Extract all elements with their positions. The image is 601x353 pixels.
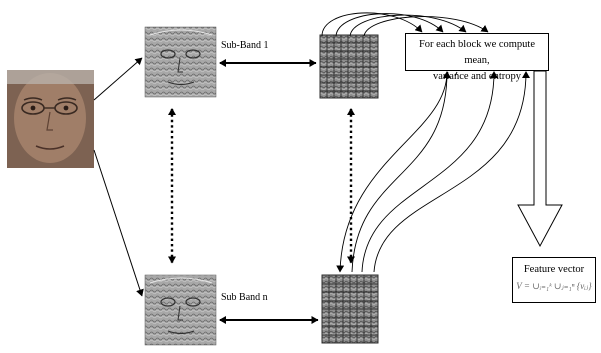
- stats-box-line-1: For each block we compute mean,: [418, 39, 536, 66]
- arrow-face-to-subband-n: [93, 149, 144, 297]
- subband-n-label: Sub Band n: [221, 292, 268, 303]
- subband-1-label: Sub-Band 1: [221, 40, 269, 51]
- block-grid-bottom-image: [321, 274, 379, 344]
- arrow-face-to-subband-1: [93, 57, 143, 101]
- stats-box-line-2: variance and entropy: [432, 71, 522, 82]
- subband-1-image: [144, 26, 217, 98]
- feature-vector-formula: V = ∪ᵢ₌₁ᵏ ∪ⱼ₌₁ⁿ {vᵢⱼ}: [516, 281, 592, 291]
- subband-n-image: [144, 274, 217, 346]
- face-photo: [7, 70, 94, 168]
- hollow-down-arrow: [517, 70, 563, 248]
- curves-stats-to-bottom: [336, 71, 530, 273]
- block-grid-top-image: [319, 34, 379, 99]
- feature-vector-box: Feature vector V = ∪ᵢ₌₁ᵏ ∪ⱼ₌₁ⁿ {vᵢⱼ}: [512, 257, 596, 303]
- stats-box: For each block we compute mean, variance…: [405, 33, 549, 82]
- curves-top-to-stats: [321, 12, 489, 37]
- feature-vector-title: Feature vector: [523, 264, 585, 275]
